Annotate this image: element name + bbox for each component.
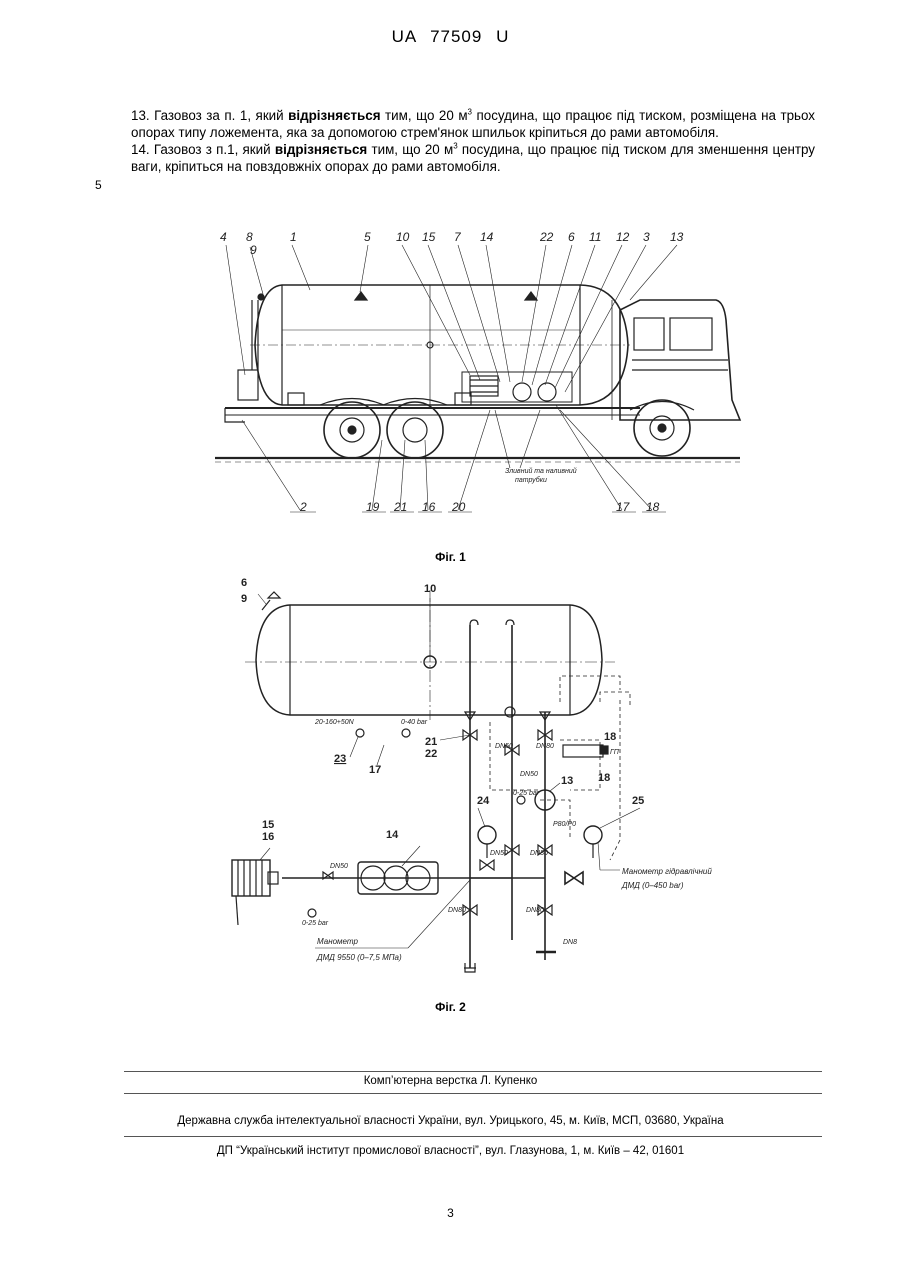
figure-2-labels: 6 9 10 21 22 23 17 18 18 13 24 25 15 16 …	[0, 0, 901, 1000]
fig2-label-15: 15	[262, 819, 274, 831]
footer-rule-1	[124, 1071, 822, 1072]
fig2-label-23: 23	[334, 753, 346, 765]
fig2-small-dn80a: DN80	[536, 743, 554, 750]
fig2-small-dn50b: DN50	[520, 771, 538, 778]
fig2-small-dn80c: DN80	[448, 907, 466, 914]
fig2-small-p3: 0-25 bar	[513, 790, 540, 797]
fig2-label-21: 21	[425, 736, 437, 748]
fig2-label-24: 24	[477, 795, 490, 807]
fig2-label-18b: 18	[598, 772, 610, 784]
fig2-small-p1: 20-160+50N	[314, 719, 355, 726]
fig2-hydraulic-label: Манометр гідравлічний	[622, 867, 712, 876]
fig2-small-dn50d: DN50	[490, 850, 508, 857]
fig2-manometer-label: Манометр	[317, 937, 358, 946]
fig2-small-dn8: DN8	[563, 939, 577, 946]
page-number: 3	[0, 1206, 901, 1220]
fig2-small-dn80d: DN80	[526, 907, 544, 914]
fig2-small-p2: 0-40 bar	[401, 719, 428, 726]
footer-institute: ДП “Український інститут промислової вла…	[0, 1145, 901, 1157]
fig2-label-17: 17	[369, 764, 381, 776]
fig2-label-9: 9	[241, 593, 247, 605]
fig2-label-gp: ГП	[610, 749, 620, 756]
fig2-label-16: 16	[262, 831, 274, 843]
fig2-label-14: 14	[386, 829, 399, 841]
fig2-label-6: 6	[241, 577, 247, 589]
fig2-label-13: 13	[561, 775, 573, 787]
fig2-label-10: 10	[424, 583, 436, 595]
fig2-small-dn80b: DN80	[530, 850, 548, 857]
fig2-small-p4: 0-25 bar	[302, 920, 329, 927]
fig2-hydraulic-spec: ДМД (0–450 bar)	[621, 881, 684, 890]
fig2-label-25: 25	[632, 795, 644, 807]
fig2-label-22: 22	[425, 748, 437, 760]
footer-agency: Державна служба інтелектуальної власност…	[0, 1115, 901, 1127]
fig2-small-ru: Р80/Р0	[553, 821, 576, 828]
fig2-manometer-spec: ДМД 9550 (0–7,5 МПа)	[316, 953, 402, 962]
footer-layout: Комп’ютерна верстка Л. Купенко	[0, 1075, 901, 1087]
footer-rule-2	[124, 1093, 822, 1094]
fig2-small-dn50a: DN50	[495, 743, 513, 750]
fig2-caption: Фіг. 2	[0, 1000, 901, 1014]
fig2-small-dn50c: DN50	[330, 863, 348, 870]
footer-rule-3	[124, 1136, 822, 1137]
fig2-label-18a: 18	[604, 731, 616, 743]
